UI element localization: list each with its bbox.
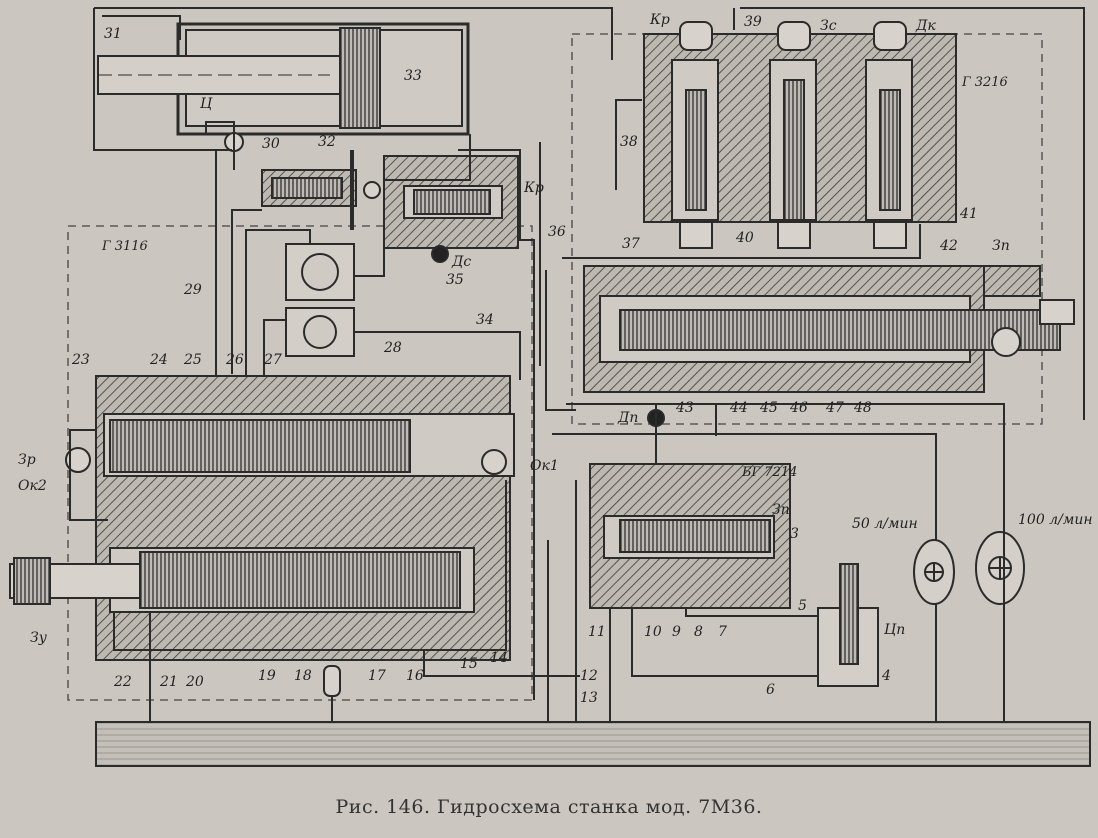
label-9: 9 — [672, 624, 681, 640]
label-34: 34 — [476, 312, 494, 328]
label-15: 15 — [460, 656, 478, 672]
label-dp: Дп — [617, 410, 638, 426]
label-zp-right: Зп — [992, 238, 1010, 254]
label-41: 41 — [959, 206, 978, 222]
label-6: 6 — [766, 682, 775, 698]
label-8: 8 — [694, 624, 703, 640]
label-zp-bg: Зп — [772, 502, 790, 518]
label-36: 36 — [548, 224, 566, 240]
label-ds: Дс — [451, 254, 471, 270]
label-18: 18 — [294, 668, 312, 684]
block-g3216-outline — [571, 33, 1043, 425]
flow-label-50: 50 л/мин — [852, 516, 918, 532]
label-12: 12 — [580, 668, 598, 684]
label-22: 22 — [113, 674, 132, 690]
label-3: 3 — [790, 526, 799, 542]
label-30: 30 — [262, 136, 280, 152]
label-24: 24 — [149, 352, 168, 368]
label-40: 40 — [735, 230, 754, 246]
title-bg7214: БГ 7214 — [741, 465, 797, 480]
label-47: 47 — [825, 400, 844, 416]
oil-tank — [95, 721, 1091, 767]
label-ok2: Ок2 — [18, 478, 47, 494]
label-11: 11 — [588, 624, 606, 640]
label-10: 10 — [644, 624, 662, 640]
label-13: 13 — [580, 690, 598, 706]
label-ok1: Ок1 — [530, 458, 559, 474]
figure-caption: Рис. 146. Гидросхема станка мод. 7М36. — [335, 796, 763, 818]
label-ts: Ц — [200, 96, 213, 112]
title-g3216: Г 3216 — [961, 75, 1008, 90]
control-unit-32 — [224, 132, 519, 263]
label-44: 44 — [729, 400, 748, 416]
title-g3116: Г 3116 — [101, 239, 148, 254]
label-39: 39 — [744, 14, 762, 30]
block-bg7214 — [589, 409, 791, 609]
label-26: 26 — [225, 352, 244, 368]
label-46: 46 — [789, 400, 808, 416]
pipelines — [69, 7, 1085, 740]
flow-label-100: 100 л/мин — [1018, 512, 1093, 528]
gear-pumps — [285, 243, 355, 357]
label-20: 20 — [185, 674, 204, 690]
label-14: 14 — [490, 650, 508, 666]
label-7: 7 — [718, 624, 727, 640]
label-17: 17 — [368, 668, 386, 684]
pumps-right — [913, 531, 1025, 605]
label-zu: Зу — [30, 630, 48, 646]
label-42: 42 — [939, 238, 958, 254]
label-zr: Зр — [18, 452, 36, 468]
label-35: 35 — [446, 272, 464, 288]
label-29: 29 — [183, 282, 202, 298]
label-48: 48 — [853, 400, 872, 416]
label-tsp: Цп — [884, 622, 905, 638]
distributor-block-42 — [583, 265, 1075, 393]
label-38: 38 — [620, 134, 638, 150]
valve-block-g3216 — [643, 21, 957, 249]
label-16: 16 — [406, 668, 424, 684]
label-32: 32 — [318, 134, 336, 150]
label-zs: Зс — [820, 18, 837, 34]
label-kr-top: Кр — [649, 12, 670, 28]
label-5: 5 — [798, 598, 807, 614]
label-19: 19 — [258, 668, 276, 684]
label-kr-mid: Кр — [523, 180, 544, 196]
label-43: 43 — [675, 400, 694, 416]
label-31: 31 — [104, 26, 122, 42]
hydropanel-g3116 — [9, 375, 515, 697]
label-23: 23 — [71, 352, 90, 368]
label-28: 28 — [383, 340, 402, 356]
label-27: 27 — [263, 352, 282, 368]
label-45: 45 — [759, 400, 778, 416]
label-dk: Дк — [915, 18, 936, 34]
label-21: 21 — [159, 674, 178, 690]
label-33: 33 — [404, 68, 422, 84]
cylinder-tsp — [817, 563, 879, 687]
cylinder-33 — [97, 22, 470, 136]
label-4: 4 — [881, 668, 891, 684]
callout-labels: 3 4 5 6 7 8 9 10 11 12 13 14 15 16 17 18… — [18, 12, 1010, 706]
label-25: 25 — [183, 352, 202, 368]
label-37: 37 — [622, 236, 640, 252]
